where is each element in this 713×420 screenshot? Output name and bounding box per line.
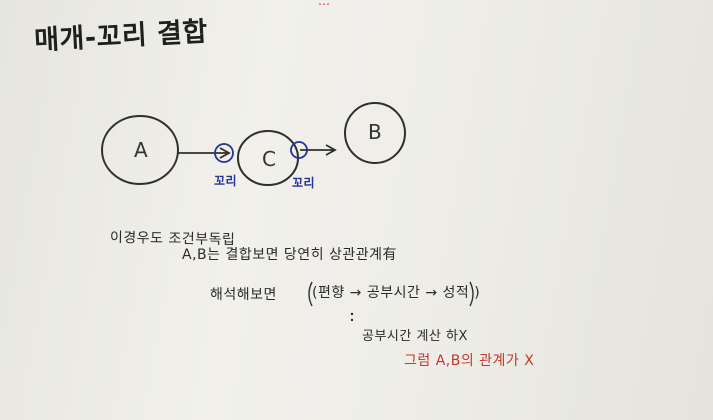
note-line-6: 그럼 A,B의 관계가 X — [404, 353, 535, 369]
node-b-circle — [344, 102, 406, 164]
tail-tag-right: 꼬리 — [292, 176, 316, 190]
note-line-4: (편향 → 공부시간 → 성적 ) — [312, 285, 481, 301]
tail-tag-left: 꼬리 — [214, 174, 238, 188]
arrow-cb-head — [325, 144, 337, 156]
note-paren-right — [469, 281, 474, 307]
top-partial-text: … — [318, 0, 331, 8]
note-paren-left — [308, 281, 313, 307]
node-c-label: C — [262, 147, 276, 171]
note-line-2: A,B는 결합보면 당연히 상관관계有 — [182, 247, 398, 263]
node-a-circle — [101, 115, 179, 185]
node-a-label: A — [134, 138, 148, 162]
note-dot — [350, 312, 354, 316]
note-line-5: 공부시간 계산 하X — [362, 329, 468, 344]
node-b-label: B — [368, 120, 382, 144]
collider-marker-left — [214, 143, 234, 163]
arrow-a-head — [219, 147, 231, 159]
note-line-3: 해석해보면 — [210, 287, 277, 303]
note-dot-2 — [350, 318, 354, 322]
